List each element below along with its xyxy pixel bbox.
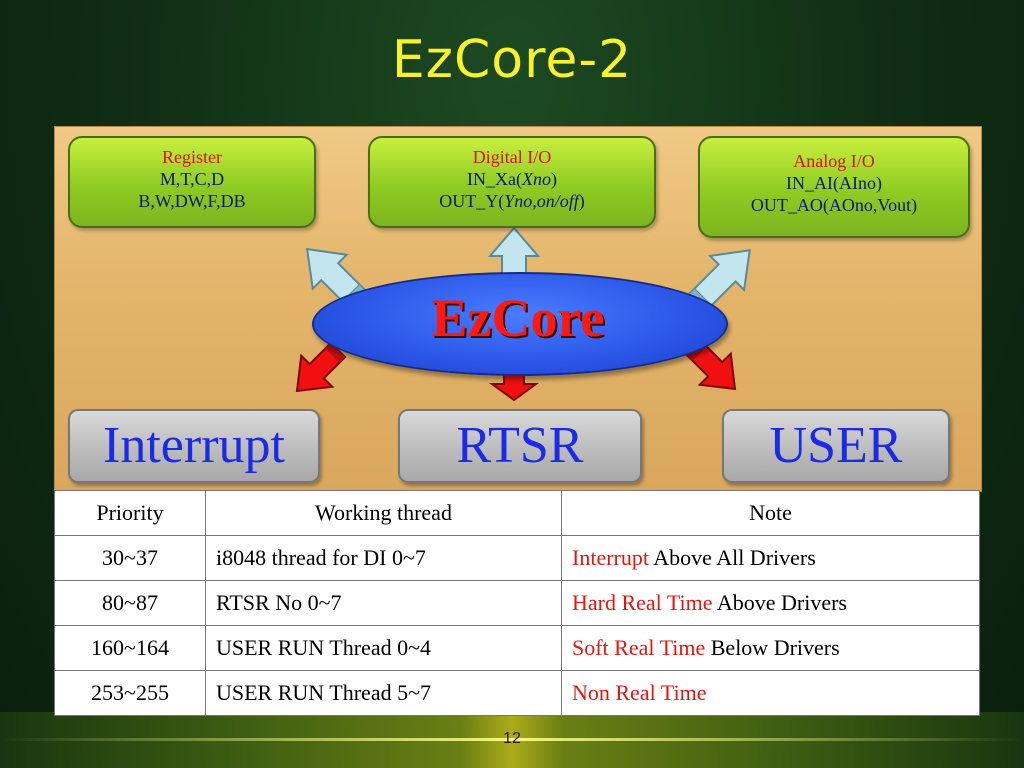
digital-io-line-1: IN_Xa(Xno) [370,168,654,190]
priority-table: Priority Working thread Note 30~37 i8048… [54,490,980,716]
digital-io-line-1-italic: Xno [521,169,551,189]
digital-io-box: Digital I/O IN_Xa(Xno) OUT_Y(Yno,on/off) [368,136,656,228]
analog-io-heading: Analog I/O [793,151,875,171]
table-row: 253~255 USER RUN Thread 5~7 Non Real Tim… [54,670,980,716]
user-box: USER [722,409,950,483]
note-rest: Below Drivers [705,635,840,660]
cell-priority: 80~87 [54,580,206,626]
rtsr-box: RTSR [398,409,642,483]
note-highlight: Interrupt [572,545,649,570]
interrupt-box: Interrupt [68,409,320,483]
table-row: 160~164 USER RUN Thread 0~4 Soft Real Ti… [54,625,980,671]
table-row: 80~87 RTSR No 0~7 Hard Real Time Above D… [54,580,980,626]
digital-io-heading: Digital I/O [472,147,552,167]
bottom-glow-line [0,738,1024,741]
digital-io-line-2: OUT_Y(Yno,on/off) [370,190,654,212]
analog-io-line-1: IN_AI(AIno) [786,173,882,193]
page-number: 12 [503,730,521,747]
register-heading: Register [162,147,222,167]
register-line-1: M,T,C,D [159,169,225,189]
digital-io-line-1-suffix: ) [550,169,557,189]
register-line-2: B,W,DW,F,DB [138,191,246,211]
ezcore-ellipse [312,272,728,376]
table-row: 30~37 i8048 thread for DI 0~7 Interrupt … [54,535,980,581]
digital-io-line-2-italic: Yno,on/off [504,191,579,211]
arrow-to-interrupt [295,341,347,393]
digital-io-line-2-suffix: ) [578,191,585,211]
cell-note: Non Real Time [561,670,980,716]
note-rest: Above All Drivers [648,545,816,570]
header-working-thread: Working thread [205,490,562,536]
note-highlight: Hard Real Time [572,590,713,615]
cell-thread: RTSR No 0~7 [205,580,562,626]
cell-note: Hard Real Time Above Drivers [561,580,980,626]
analog-io-line-2: OUT_AO(AOno,Vout) [750,195,918,215]
cell-note: Interrupt Above All Drivers [561,535,980,581]
analog-io-box: Analog I/O IN_AI(AIno) OUT_AO(AOno,Vout) [698,136,970,238]
cell-priority: 253~255 [54,670,206,716]
header-priority: Priority [54,490,206,536]
cell-priority: 30~37 [54,535,206,581]
table-header-row: Priority Working thread Note [54,490,980,536]
note-rest: Above Drivers [712,590,847,615]
cell-thread: USER RUN Thread 0~4 [205,625,562,671]
note-highlight: Non Real Time [572,680,707,705]
cell-priority: 160~164 [54,625,206,671]
note-highlight: Soft Real Time [572,635,706,660]
register-box: Register M,T,C,D B,W,DW,F,DB [68,136,316,228]
cell-note: Soft Real Time Below Drivers [561,625,980,671]
digital-io-line-1-prefix: IN_Xa( [467,169,522,189]
cell-thread: i8048 thread for DI 0~7 [205,535,562,581]
ezcore-label: EzCore [431,288,605,348]
digital-io-line-2-prefix: OUT_Y( [439,191,505,211]
header-note: Note [561,490,980,536]
slide-title: EzCore-2 [391,30,633,90]
cell-thread: USER RUN Thread 5~7 [205,670,562,716]
